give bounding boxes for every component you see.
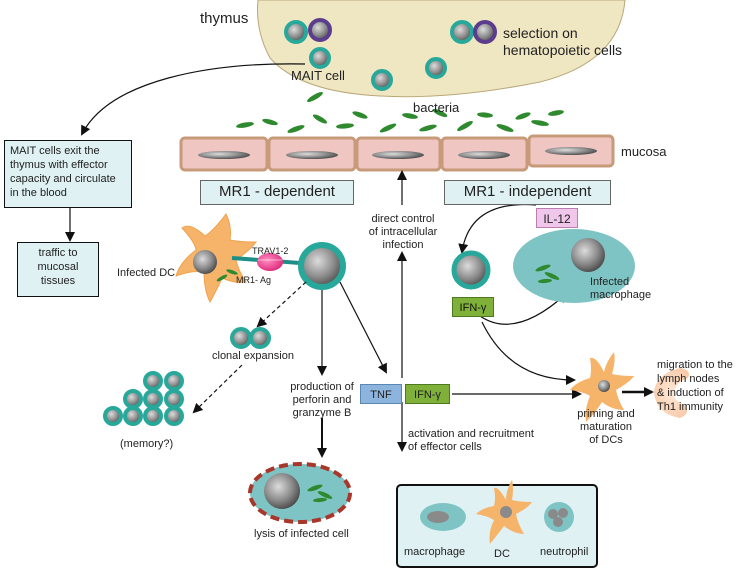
mait-cell-label: MAIT cell: [291, 68, 345, 83]
thymus-mait-cell: [371, 69, 393, 91]
macrophage-label: macrophage: [404, 546, 466, 558]
arrow-to-tnf: [339, 281, 387, 374]
mr1-independent-header: MR1 - independent: [444, 180, 611, 205]
migration-label: migration to the lymph nodes & induction…: [657, 359, 733, 413]
clonal-expansion-label: clonal expansion: [212, 350, 294, 362]
memory-cell-cluster: [103, 371, 184, 426]
lysis-nucleus: [264, 473, 300, 509]
arrow-to-clonal: [256, 281, 307, 328]
selection-label: selection on hematopoietic cells: [503, 25, 623, 58]
thymus-label: thymus: [200, 10, 249, 27]
priming-dc-nucleus: [598, 380, 610, 392]
neutrophil-label: neutrophil: [540, 546, 589, 558]
mr1-ag-label: MR1- Ag: [236, 275, 272, 285]
il12-badge: IL-12: [536, 208, 578, 228]
clonal-cell: [230, 327, 252, 349]
mucosa-label: mucosa: [621, 144, 667, 159]
dc-bacteria: [216, 269, 238, 282]
mr1-ag-complex: [257, 253, 283, 271]
arrow-to-memory: [192, 364, 243, 414]
memory-label: (memory?): [120, 438, 174, 450]
mucosa-layer: [179, 134, 615, 172]
arrow-ifng-to-priming: [481, 321, 576, 385]
mr1-dependent-header: MR1 - dependent: [200, 180, 354, 205]
macrophage-nucleus: [571, 238, 605, 272]
tnf-badge: TNF: [360, 384, 402, 404]
thymus-shape: [257, 0, 626, 98]
priming-label: priming and maturation of DCs: [577, 408, 635, 446]
infected-macrophage: [513, 229, 635, 303]
thymus-exit-arrow: [81, 63, 306, 136]
infected-macrophage-label: Infected macrophage: [590, 276, 652, 301]
lymph-node-shape: [654, 368, 689, 418]
thymocyte-pair-2: [450, 20, 497, 44]
activated-mait-cell: [298, 242, 346, 290]
ifng-badge: IFN-γ: [405, 384, 450, 404]
traffic-box: traffic to mucosal tissues: [17, 242, 99, 297]
lysis-label: lysis of infected cell: [254, 528, 349, 540]
thymus-mait-cell: [309, 47, 331, 69]
exit-thymus-box: MAIT cells exit the thymus with effector…: [4, 140, 132, 208]
ifng-small-badge: IFN-γ: [452, 297, 494, 317]
infected-dc-label: Infected DC: [117, 267, 176, 279]
macrophage-bacteria: [535, 264, 560, 284]
lysis-bacteria: [307, 484, 333, 503]
infected-dc-nucleus: [193, 250, 217, 274]
activation-label: activation and recruitment of effector c…: [408, 428, 534, 453]
mr1-independent-mait-cell: [451, 250, 491, 290]
dc-label: DC: [494, 548, 510, 560]
production-label: production of perforin and granzyme B: [290, 381, 354, 419]
loop-arrow-to-macrophage: [479, 292, 568, 325]
direct-control-label: direct control of intracellular infectio…: [368, 213, 438, 251]
trav-label: TRAV1-2: [252, 246, 289, 256]
clonal-cell: [249, 327, 271, 349]
thymus-mait-cell: [425, 57, 447, 79]
thymocyte-pair-1: [284, 18, 332, 44]
bacteria-label: bacteria: [413, 100, 460, 115]
